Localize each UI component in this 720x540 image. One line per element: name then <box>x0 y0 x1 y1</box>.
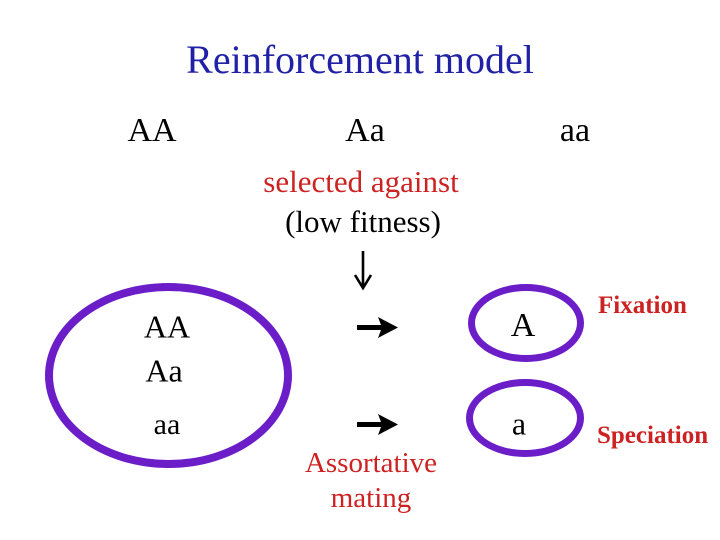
genotype-label-aa: aa <box>559 112 591 149</box>
right-arrow-icon <box>357 317 398 338</box>
population-ellipse <box>45 283 292 468</box>
fixation-label: Fixation <box>598 292 687 319</box>
down-arrow-icon <box>353 251 373 291</box>
selected-against-note: selected against <box>263 164 459 199</box>
assortative-mating-label: Assortative mating <box>261 446 481 516</box>
speciation-label: Speciation <box>597 422 709 449</box>
assortative-mating-line2: mating <box>330 482 412 514</box>
population-genotype-AA: AA <box>143 308 191 345</box>
right-arrow-icon <box>357 414 398 435</box>
allele-label-a: a <box>511 405 527 442</box>
assortative-mating-line1: Assortative <box>304 447 438 479</box>
low-fitness-note: (low fitness) <box>285 204 441 239</box>
population-genotype-Aa: Aa <box>145 352 183 389</box>
fixation-ellipse <box>468 284 584 362</box>
genotype-label-Aa: Aa <box>345 112 385 149</box>
population-genotype-aa: aa <box>153 408 181 441</box>
allele-label-A: A <box>510 307 536 344</box>
speciation-ellipse <box>466 379 584 457</box>
genotype-label-AA: AA <box>127 112 177 149</box>
slide-title: Reinforcement model <box>186 37 534 82</box>
